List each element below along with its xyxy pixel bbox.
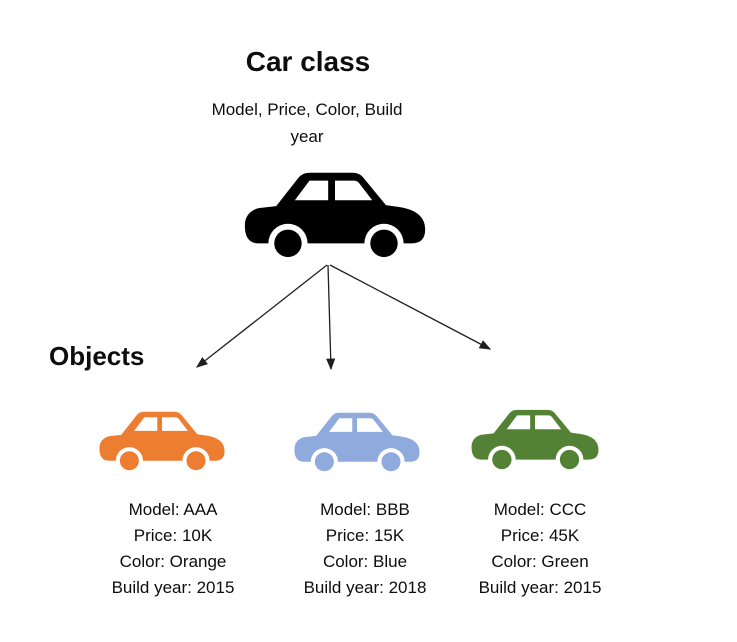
object-details-ccc: Model: CCC Price: 45K Color: Green Build… — [455, 497, 625, 601]
objects-label: Objects — [49, 341, 145, 371]
object-car-icon-ccc — [471, 409, 599, 474]
object-detail-line: Build year: 2015 — [478, 578, 602, 597]
object-details-bbb: Model: BBB Price: 15K Color: Blue Build … — [280, 497, 450, 601]
object-detail-line: Model: AAA — [128, 500, 218, 519]
object-car-icon-bbb — [294, 412, 420, 476]
object-detail-line: Price: 45K — [500, 526, 580, 545]
arrow-to-object-aaa — [195, 264, 328, 368]
object-detail-line: Color: Orange — [119, 552, 227, 571]
car-icon — [471, 409, 599, 474]
car-icon — [99, 411, 225, 475]
class-attributes-line: Model, Price, Color, Build — [211, 100, 403, 119]
object-detail-line: Model: CCC — [493, 500, 587, 519]
class-title: Car class — [245, 46, 371, 77]
object-detail-line: Color: Green — [491, 552, 589, 571]
object-car-icon-aaa — [99, 411, 225, 475]
object-detail-line: Price: 10K — [133, 526, 213, 545]
object-detail-line: Build year: 2015 — [111, 578, 235, 597]
object-detail-line: Price: 15K — [325, 526, 405, 545]
class-attributes-line: year — [290, 127, 324, 146]
car-icon — [294, 412, 420, 476]
object-details-aaa: Model: AAA Price: 10K Color: Orange Buil… — [88, 497, 258, 601]
class-attributes: Model, Price, Color, Build year — [157, 96, 457, 150]
arrow-to-object-ccc — [329, 264, 492, 350]
arrow-to-object-bbb — [326, 264, 336, 371]
object-detail-line: Build year: 2018 — [303, 578, 427, 597]
object-detail-line: Color: Blue — [322, 552, 408, 571]
object-detail-line: Model: BBB — [320, 500, 410, 519]
